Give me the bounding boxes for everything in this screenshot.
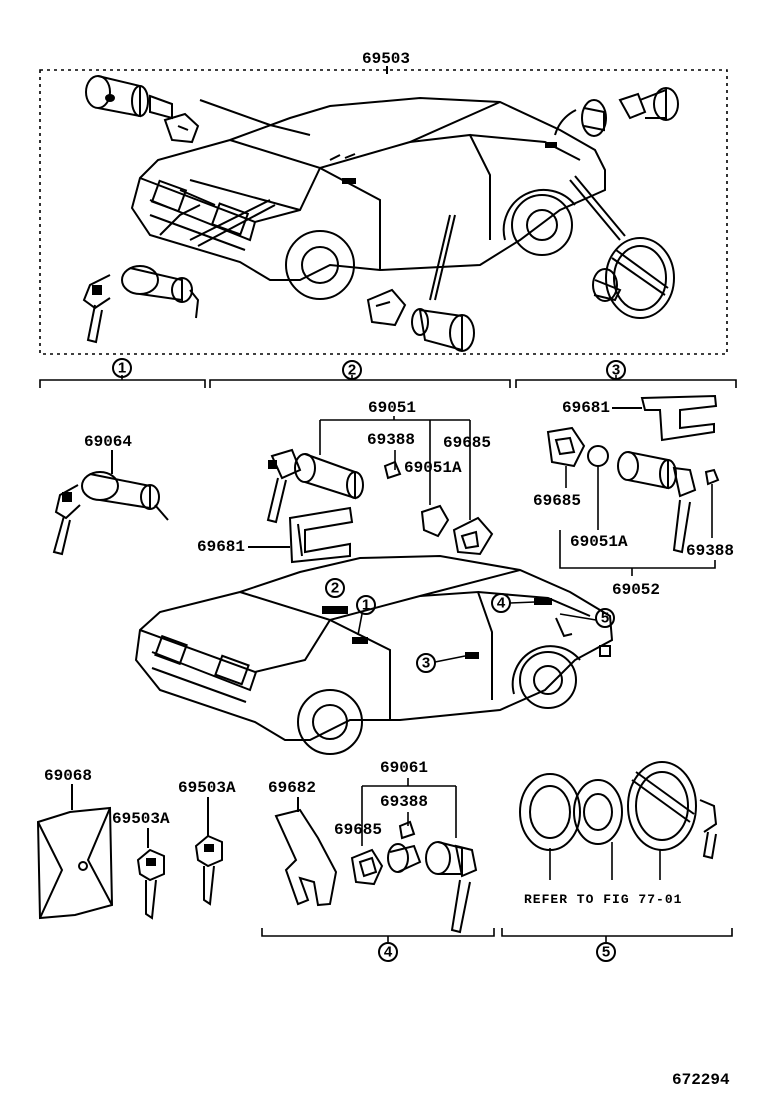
section-bracket-4: 4 [261, 928, 495, 962]
location-marker-1: 1 [362, 597, 370, 614]
car-illustration-middle [134, 554, 614, 755]
section-marker-2: 2 [348, 362, 356, 379]
part-number-69503a: 69503A [178, 779, 236, 797]
refer-to-figure-note: REFER TO FIG 77-01 [524, 892, 682, 907]
door-lock-parts-top [366, 288, 475, 352]
ignition-switch-cylinder [52, 471, 169, 556]
door-lock-cylinder-section-2 [266, 448, 402, 524]
section-marker-5: 5 [602, 944, 610, 961]
part-number-69685: 69685 [533, 492, 581, 510]
section-marker-1: 1 [118, 360, 126, 377]
location-marker-5: 5 [601, 610, 609, 627]
fuel-lid-lock [592, 237, 675, 319]
part-number-69051a: 69051A [570, 533, 628, 551]
section-bracket-5: 5 [501, 928, 733, 962]
part-number-69681: 69681 [562, 399, 610, 417]
part-number-69388: 69388 [367, 431, 415, 449]
section-marker-4: 4 [384, 944, 393, 961]
lock-retainer-clip-section-3 [640, 394, 718, 442]
lock-retainer-clip-69682 [274, 808, 338, 907]
location-marker-2: 2 [331, 580, 339, 597]
leader-lines [549, 842, 661, 880]
part-number-69685: 69685 [443, 434, 491, 452]
part-number-69388: 69388 [380, 793, 428, 811]
section-bracket-1: 1 [39, 358, 206, 388]
door-lock-cylinder-top-left [85, 75, 200, 144]
ignition-lock-top [82, 265, 200, 344]
location-marker-3: 3 [422, 655, 430, 672]
leader-lines [319, 416, 471, 520]
trunk-lock-parts-section-3 [546, 426, 720, 554]
kit-boundary [39, 69, 728, 355]
door-lock-parts-section-4 [350, 820, 478, 934]
car-location-markers: 2 1 4 5 3 [325, 578, 615, 673]
part-number-69061: 69061 [380, 759, 428, 777]
leader-lines [559, 530, 716, 576]
figure-number: 672294 [672, 1071, 730, 1089]
part-number-69685: 69685 [334, 821, 382, 839]
part-number-69681: 69681 [197, 538, 245, 556]
part-number-69388: 69388 [686, 542, 734, 560]
part-number-69052: 69052 [612, 581, 660, 599]
part-number-69064: 69064 [84, 433, 132, 451]
section-bracket-2: 2 [209, 360, 511, 388]
key-blank-2 [194, 834, 223, 906]
part-number-69503: 69503 [362, 50, 410, 68]
section-marker-3: 3 [612, 362, 620, 379]
key-case [36, 806, 114, 920]
gasket-section-2 [420, 504, 494, 556]
fuel-cap-lock-assembly [519, 761, 718, 860]
part-number-69503a: 69503A [112, 810, 170, 828]
part-number-69682: 69682 [268, 779, 316, 797]
car-illustration-top [130, 96, 626, 301]
trunk-lock-cylinder-top-right [554, 87, 679, 137]
leader-lines [361, 778, 457, 846]
section-bracket-3: 3 [515, 360, 737, 388]
part-number-69051a: 69051A [404, 459, 462, 477]
location-marker-4: 4 [497, 595, 506, 612]
part-number-69068: 69068 [44, 767, 92, 785]
part-number-69051: 69051 [368, 399, 416, 417]
lock-retainer-clip-section-2 [288, 506, 354, 564]
key-blank-1 [136, 848, 165, 920]
